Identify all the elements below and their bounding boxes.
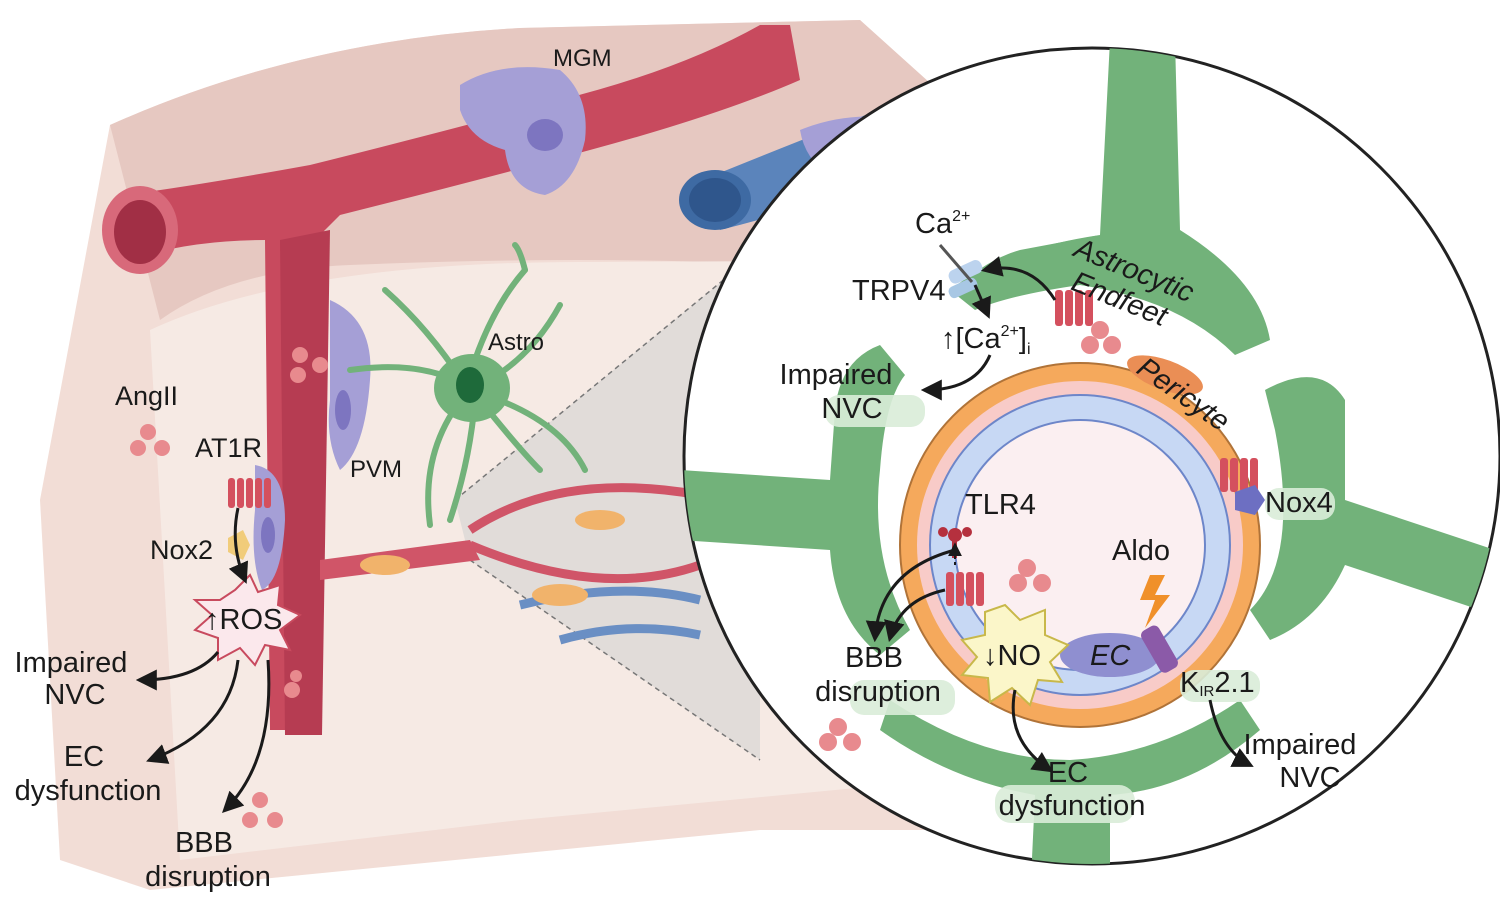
ca-superscript: 2+ bbox=[952, 208, 970, 225]
right-impaired-nvc-b: Impaired NVC bbox=[1244, 729, 1365, 794]
astro-label: Astro bbox=[488, 329, 544, 356]
cai-subscript: i bbox=[1027, 341, 1031, 358]
at1r-label: AT1R bbox=[195, 433, 262, 463]
astrocyte-nucleus bbox=[456, 367, 484, 403]
left-bbb-disruption: BBB disruption bbox=[145, 827, 271, 893]
mgm-label: MGM bbox=[553, 45, 612, 72]
nox2-label: Nox2 bbox=[150, 535, 213, 565]
right-ec-dysfunction: EC dysfunction bbox=[999, 757, 1146, 822]
tlr4-label: TLR4 bbox=[965, 489, 1036, 521]
trpv4-channel-icon bbox=[948, 260, 983, 299]
cai-prefix: ↑[Ca bbox=[941, 323, 1002, 355]
zoom-line-top bbox=[454, 249, 761, 501]
left-ec-dysfunction: EC dysfunction bbox=[15, 741, 162, 807]
at1r-receptor-icon bbox=[228, 478, 271, 508]
pvm-label: PVM bbox=[350, 456, 402, 483]
ca-label: Ca2+ bbox=[915, 208, 970, 240]
angii-molecules-right bbox=[819, 321, 1121, 751]
right-bbb-disruption: BBB disruption bbox=[815, 642, 941, 708]
cai-superscript: 2+ bbox=[1001, 323, 1019, 340]
aldo-lightning-icon bbox=[1140, 575, 1170, 628]
label-halos bbox=[825, 395, 1335, 823]
right-arrows bbox=[865, 256, 1254, 773]
at1r-receptor-ec-icon bbox=[946, 572, 984, 606]
left-impaired-nvc: Impaired NVC bbox=[15, 647, 136, 711]
trpv4-label: TRPV4 bbox=[852, 275, 945, 307]
right-impaired-nvc-a: Impaired NVC bbox=[780, 359, 901, 425]
capillary-pericyte-3 bbox=[360, 555, 410, 575]
nox2-icon bbox=[228, 530, 250, 560]
intracellular-ca-label: ↑[Ca2+]i bbox=[941, 323, 1031, 358]
angii-molecules-left bbox=[130, 347, 328, 828]
nox4-icon bbox=[1235, 485, 1265, 515]
no-down-arrow: ↓ bbox=[983, 640, 998, 672]
ca-base: Ca bbox=[915, 208, 953, 240]
no-label: ↓NO bbox=[983, 640, 1041, 672]
angii-label: AngII bbox=[115, 381, 178, 411]
nox4-label: Nox4 bbox=[1265, 487, 1333, 519]
ec-nucleus bbox=[1060, 633, 1160, 677]
left-arrows bbox=[135, 507, 271, 813]
ca-influx-line bbox=[938, 244, 974, 283]
at1r-receptor-pericyte-icon bbox=[1220, 458, 1258, 492]
ros-label: ↑ROS bbox=[205, 604, 282, 636]
ros-up-arrow: ↑ bbox=[205, 604, 220, 636]
kir21-channel-icon bbox=[1141, 625, 1178, 673]
ec-label: EC bbox=[1090, 640, 1131, 672]
ros-text: ROS bbox=[220, 604, 283, 636]
pericyte-nucleus bbox=[1127, 355, 1203, 395]
capillary-pericyte-1 bbox=[532, 584, 588, 606]
cai-bracket: ] bbox=[1019, 323, 1027, 355]
capillary-pericyte-2 bbox=[575, 510, 625, 530]
kir21-label: KIR2.1 bbox=[1180, 667, 1255, 700]
ros-star bbox=[192, 573, 302, 667]
kir-k: K bbox=[1180, 667, 1200, 699]
at1r-receptor-endfoot-icon bbox=[1055, 290, 1093, 326]
no-text: NO bbox=[998, 640, 1042, 672]
no-star bbox=[960, 603, 1070, 707]
mgm-microglia bbox=[460, 67, 586, 195]
zoom-line-bottom bbox=[469, 559, 761, 761]
aldo-label: Aldo bbox=[1112, 535, 1170, 567]
kir-suffix: 2.1 bbox=[1214, 667, 1254, 699]
kir-subscript: IR bbox=[1199, 683, 1214, 700]
